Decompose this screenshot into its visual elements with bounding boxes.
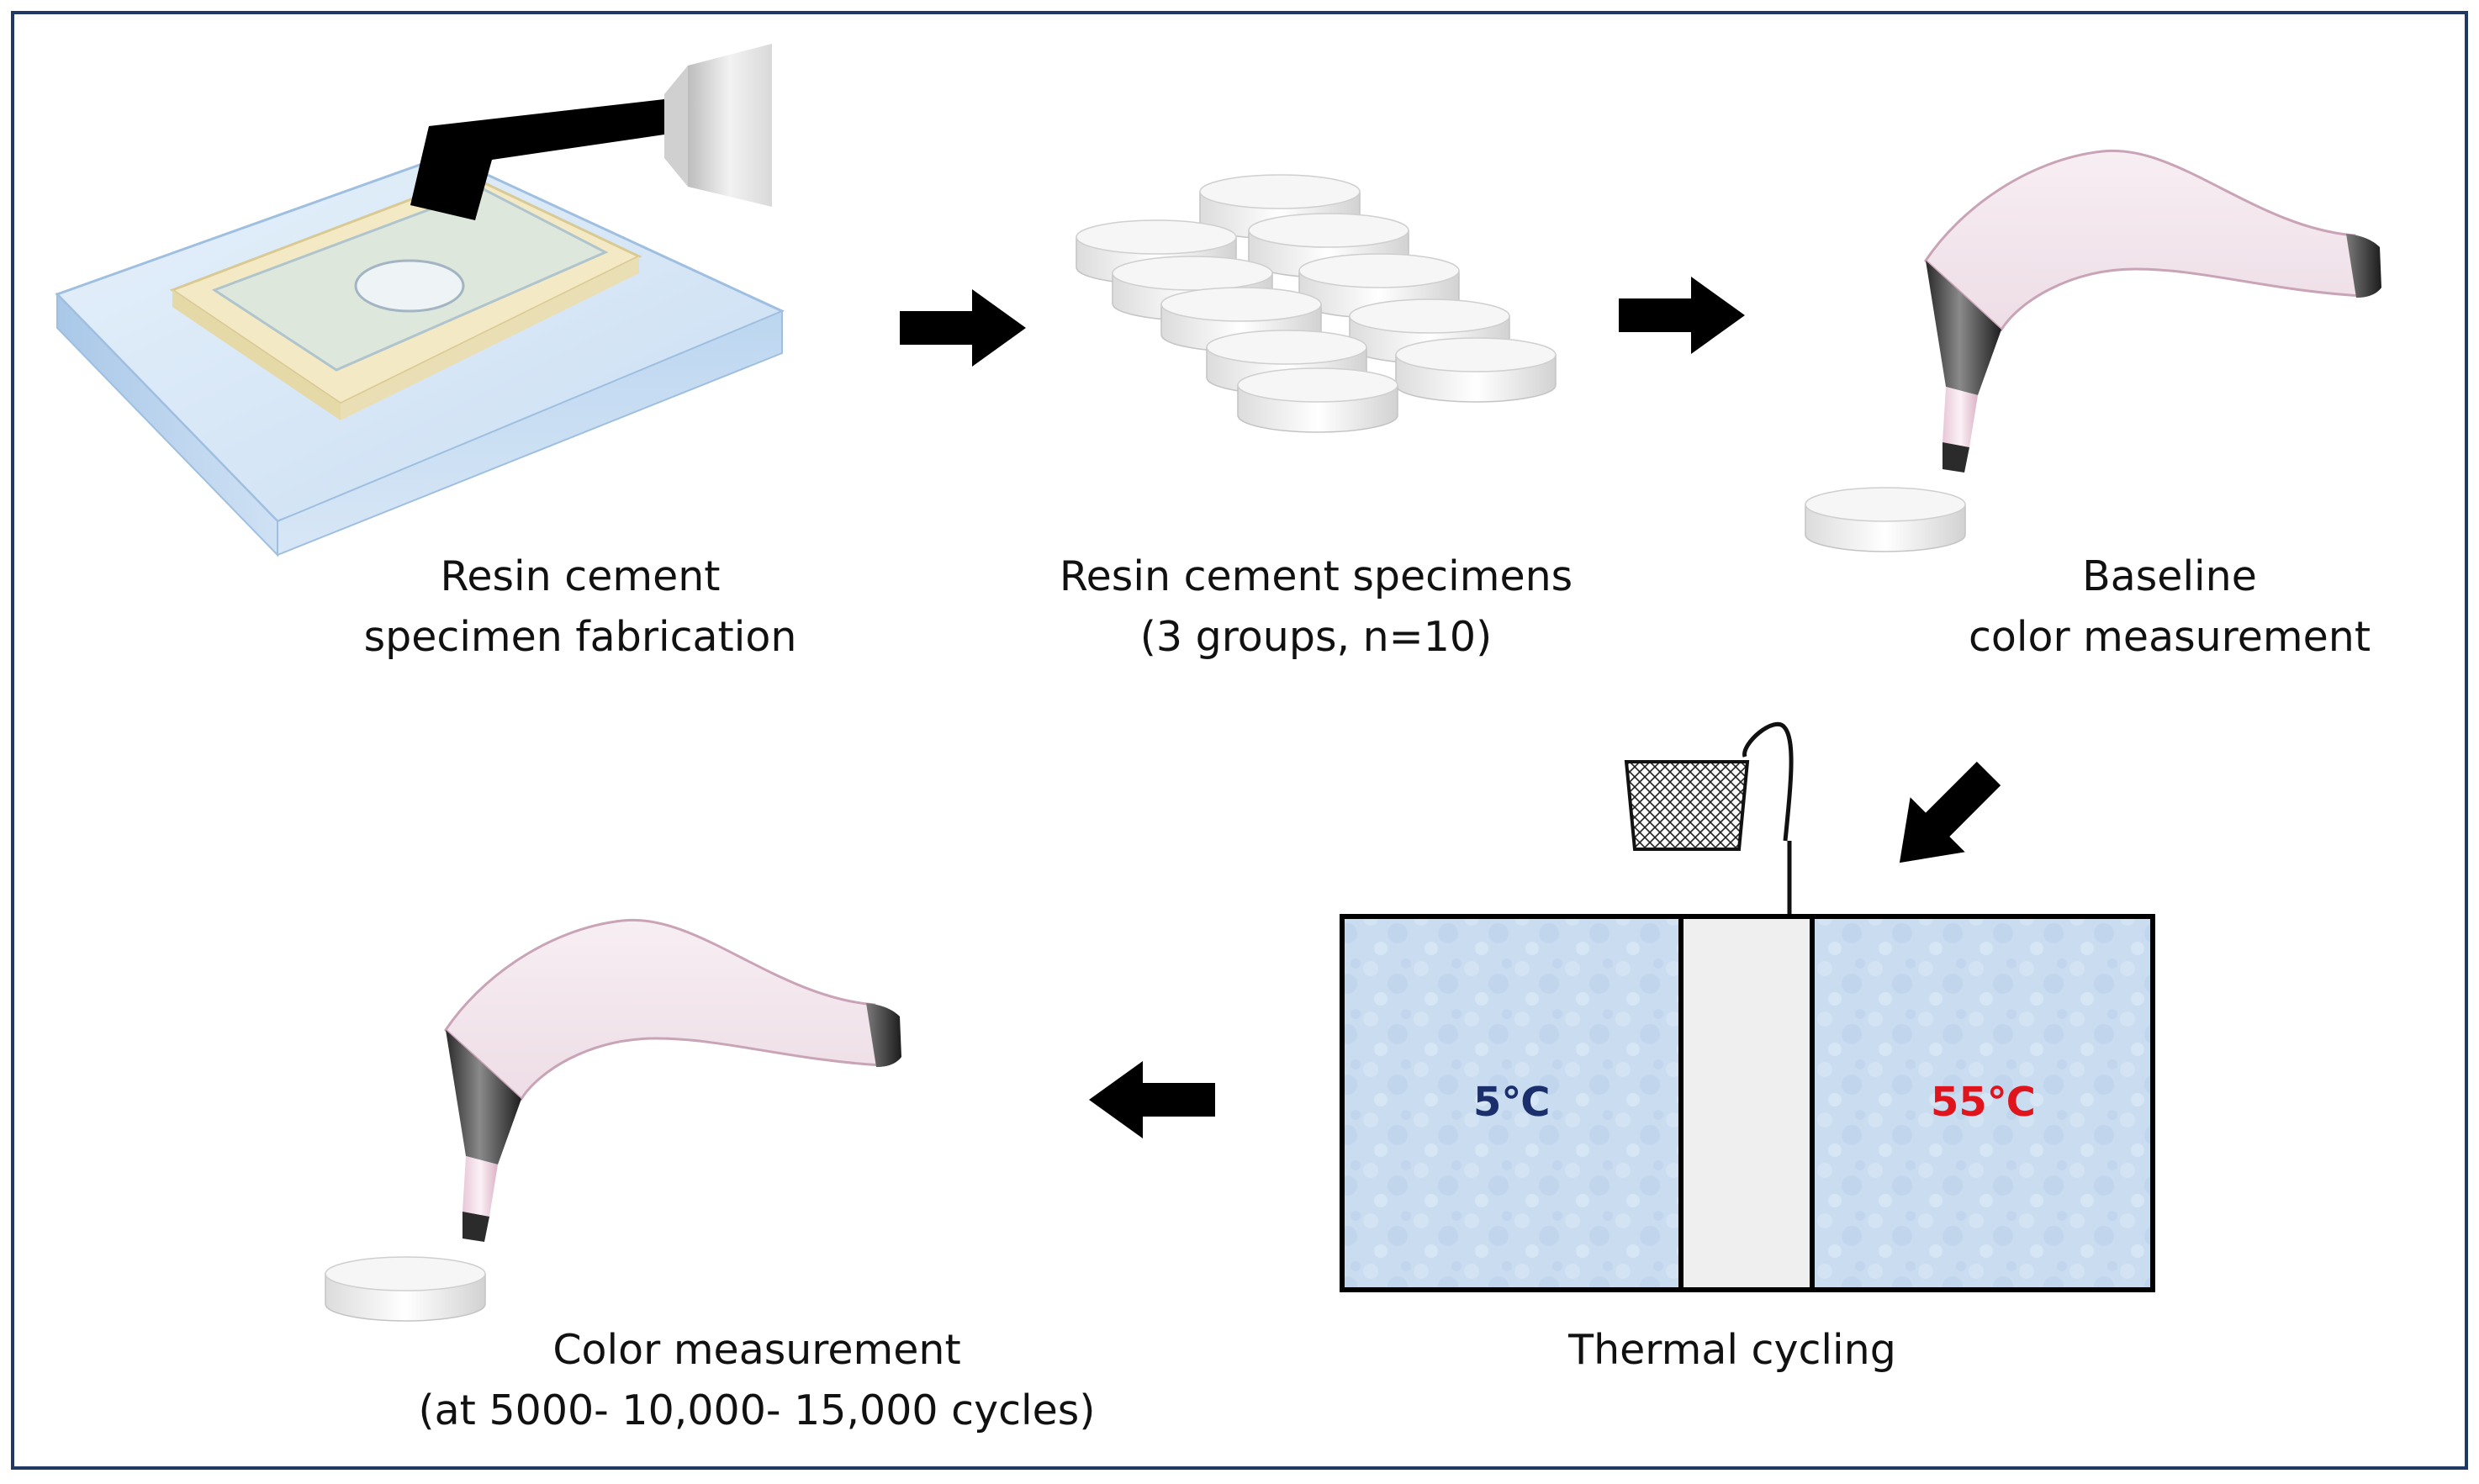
caption-line: Baseline (2082, 552, 2257, 600)
caption-final: Color measurement (at 5000- 10,000- 15,0… (378, 1320, 1135, 1441)
caption-line: Thermal cycling (1568, 1326, 1896, 1374)
caption-line: Resin cement (440, 552, 721, 600)
caption-thermal: Thermal cycling (1480, 1320, 1985, 1381)
thermal-cycling-bath (1340, 721, 2155, 1292)
basket-wire (1742, 721, 1794, 842)
caption-specimens: Resin cement specimens (3 groups, n=10) (1013, 547, 1619, 668)
caption-fabrication: Resin cement specimen fabrication (328, 547, 832, 668)
caption-line: (at 5000- 10,000- 15,000 cycles) (418, 1386, 1096, 1434)
caption-line: color measurement (1968, 613, 2371, 661)
hot-bath-label: 55℃ (1931, 1079, 2036, 1126)
caption-line: Color measurement (552, 1326, 961, 1374)
caption-line: Resin cement specimens (1059, 552, 1573, 600)
caption-baseline: Baseline color measurement (1917, 547, 2422, 668)
caption-line: specimen fabrication (363, 613, 797, 661)
cold-bath-label: 5℃ (1473, 1079, 1551, 1126)
caption-line: (3 groups, n=10) (1139, 613, 1493, 661)
light-curing-unit-icon (410, 44, 772, 220)
silicone-mold-icon (55, 154, 785, 557)
mesh-basket-icon (1624, 760, 1750, 851)
bath-divider (1678, 914, 1815, 1292)
